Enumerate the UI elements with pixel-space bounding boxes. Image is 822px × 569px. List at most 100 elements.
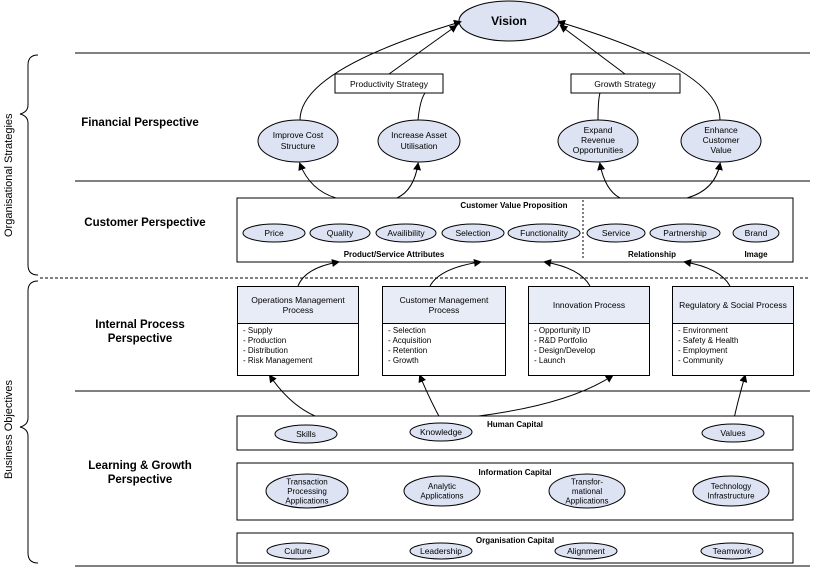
- line-revenue-growth: [597, 92, 601, 121]
- information-capital-item-label: Applications: [420, 492, 463, 501]
- human-capital-item-label: Knowledge: [420, 427, 462, 437]
- process-item: Supply: [243, 326, 358, 336]
- financial-goal-customer-value-line2: Customer: [703, 135, 740, 145]
- process-item: R&D Portfolio: [534, 336, 649, 346]
- business-objectives-label: Business Objectives: [3, 379, 15, 479]
- human-capital-items: Skills Knowledge Values: [274, 422, 765, 444]
- arrow-customer-asset: [396, 162, 422, 199]
- attribute-price-ellipse: [242, 223, 306, 243]
- organisation-capital-title: Organisation Capital: [476, 536, 554, 545]
- process-item: Employment: [678, 346, 793, 356]
- financial-goal-customer-value-line1: Enhance: [704, 125, 738, 135]
- organisation-capital-item-ellipse: [700, 542, 764, 560]
- arrow-human-innovation: [440, 374, 614, 421]
- brace-business-objectives: [19, 280, 39, 564]
- organisation-capital-item-ellipse: [266, 542, 330, 560]
- process-title: Regulatory & Social Process: [673, 287, 793, 324]
- information-capital-item-label: Technology: [711, 482, 751, 491]
- attribute-brand-label: Brand: [745, 228, 768, 238]
- attribute-functionality-ellipse: [507, 223, 581, 243]
- information-capital-item-label: Applications: [565, 496, 608, 505]
- information-capital-item-ellipse: [403, 475, 481, 507]
- attribute-selection-ellipse: [441, 223, 505, 243]
- financial-goal-revenue-line3: Opportunities: [573, 145, 624, 155]
- information-capital-item-label: Applications: [285, 496, 328, 505]
- process-items: Opportunity ID R&D Portfolio Design/Deve…: [534, 326, 649, 366]
- arrow-customer-cost: [298, 162, 337, 199]
- financial-goal-ellipse: [257, 119, 339, 163]
- learning-growth-perspective-label: Learning & Growth Perspective: [88, 460, 192, 486]
- growth-strategy-box: [570, 73, 681, 94]
- human-capital-item-label: Values: [720, 428, 745, 438]
- arrow-growth-vision: [559, 24, 626, 75]
- process-item: Environment: [678, 326, 793, 336]
- financial-goal-ellipse: [557, 119, 639, 163]
- financial-goal-ellipse: [377, 119, 461, 163]
- information-capital-item-label: Transfor-: [571, 477, 603, 486]
- financial-goal-revenue-line2: Revenue: [581, 135, 615, 145]
- process-item: Opportunity ID: [534, 326, 649, 336]
- financial-goal-cost-line2: Structure: [281, 141, 316, 151]
- process-item: Retention: [388, 346, 505, 356]
- process-item: Launch: [534, 356, 649, 366]
- human-capital-item-ellipse: [274, 424, 338, 444]
- brace-organisational-strategies: [19, 54, 39, 276]
- attribute-selection-label: Selection: [456, 228, 491, 238]
- internal-process-perspective-label: Internal Process Perspective: [95, 319, 185, 345]
- customer-perspective-label: Customer Perspective: [84, 217, 206, 229]
- productivity-strategy-label: Productivity Strategy: [350, 79, 429, 89]
- organisation-capital-item-label: Culture: [284, 546, 312, 556]
- financial-goal-customer-value-line3: Value: [710, 145, 731, 155]
- process-title: Operations Management Process: [238, 287, 358, 324]
- attribute-partnership-ellipse: [649, 223, 721, 243]
- human-capital-title: Human Capital: [487, 420, 543, 429]
- human-capital-item-ellipse: [701, 423, 765, 443]
- financial-goal-cost-line1: Improve Cost: [273, 130, 324, 140]
- process-item: Distribution: [243, 346, 358, 356]
- arrow-human-customer-mgmt: [418, 374, 442, 421]
- process-box-regulatory-social: Regulatory & Social Process Environment …: [672, 286, 794, 376]
- arrow-customer-mgmt-customer: [429, 258, 482, 287]
- information-capital-item-label: Transaction: [286, 477, 328, 486]
- attribute-service-label: Service: [602, 228, 631, 238]
- financial-goal-asset-line1: Increase Asset: [391, 130, 447, 140]
- financial-goal-revenue-line1: Expand: [584, 125, 613, 135]
- information-capital-item-ellipse: [265, 473, 349, 509]
- organisation-capital-item-ellipse: [554, 542, 618, 560]
- arrow-innovation-customer: [543, 259, 591, 287]
- line-asset-productivity: [417, 92, 426, 121]
- attribute-service-ellipse: [586, 223, 646, 243]
- growth-strategy-label: Growth Strategy: [594, 79, 656, 89]
- information-capital-item-label: Infrastructure: [707, 492, 755, 501]
- process-item: Community: [678, 356, 793, 366]
- process-item: Acquisition: [388, 336, 505, 346]
- image-label: Image: [744, 250, 768, 259]
- human-capital-item-label: Skills: [296, 429, 316, 439]
- information-capital-item-label: mational: [572, 487, 602, 496]
- customer-value-proposition-title: Customer Value Proposition: [460, 201, 567, 210]
- arrow-operations-customer: [297, 259, 340, 287]
- process-items: Supply Production Distribution Risk Mana…: [243, 326, 358, 366]
- arrow-customer-value-vision: [557, 19, 721, 121]
- attribute-quality-label: Quality: [327, 228, 354, 238]
- organisational-strategies-label: Organisational Strategies: [3, 113, 15, 237]
- process-items: Environment Safety & Health Employment C…: [678, 326, 793, 366]
- human-capital-item-ellipse: [409, 422, 473, 442]
- attribute-quality-ellipse: [309, 223, 371, 243]
- process-box-customer-management: Customer Management Process Selection Ac…: [382, 286, 506, 376]
- information-capital-item-ellipse: [548, 473, 626, 509]
- information-capital-items: TransactionProcessingApplicationsAnalyti…: [265, 473, 770, 509]
- organisation-capital-item-label: Leadership: [420, 546, 462, 556]
- process-item: Production: [243, 336, 358, 346]
- arrow-productivity-vision: [388, 24, 458, 75]
- product-service-attributes-label: Product/Service Attributes: [344, 250, 445, 259]
- attribute-availibility-label: Availibility: [387, 228, 425, 238]
- arrow-customer-revenue: [597, 162, 621, 199]
- arrow-customer-customer-value: [686, 162, 723, 199]
- process-item: Growth: [388, 356, 505, 366]
- process-item: Design/Develop: [534, 346, 649, 356]
- attribute-brand-ellipse: [732, 223, 780, 243]
- attribute-price-label: Price: [264, 228, 284, 238]
